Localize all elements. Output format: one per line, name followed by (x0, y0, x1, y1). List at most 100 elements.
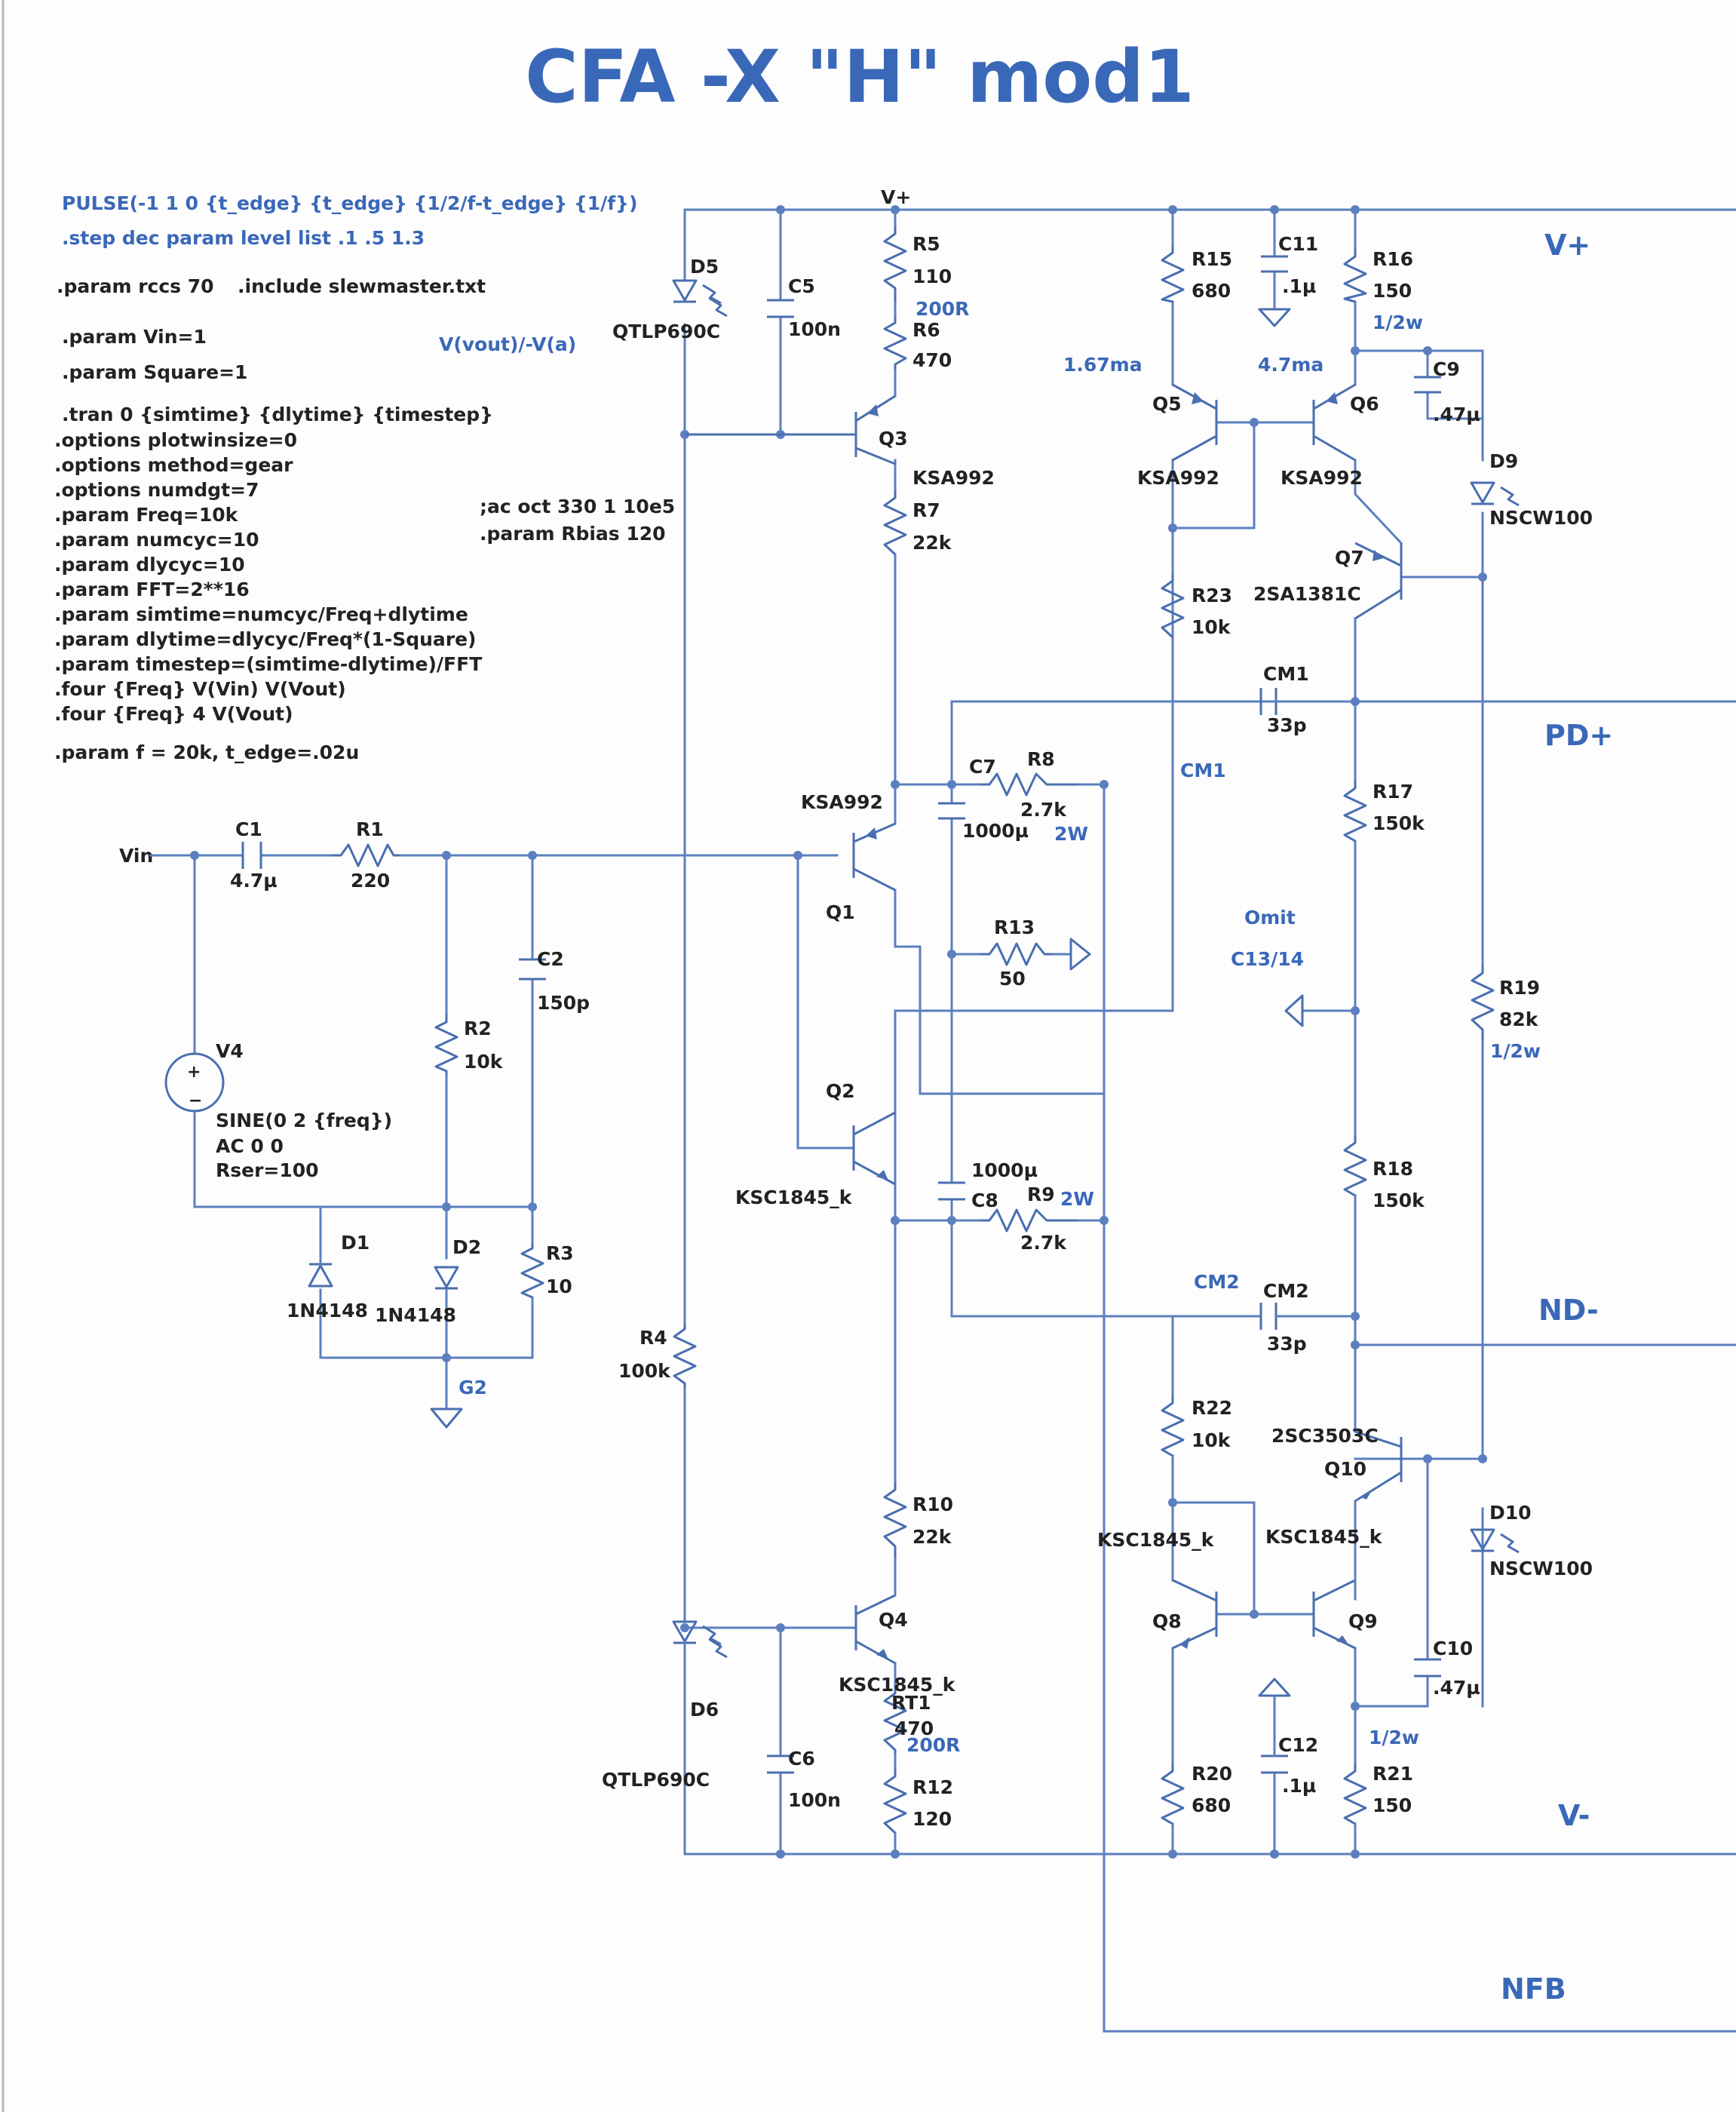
directive-timestep: .param timestep=(simtime-dlytime)/FFT (54, 653, 482, 675)
label-c6-value: 100n (788, 1789, 841, 1811)
label-q5-ref: Q5 (1152, 393, 1182, 415)
label-q7-model: 2SA1381C (1253, 583, 1361, 605)
net-label-cm1: CM1 (1180, 760, 1226, 781)
label-r7-ref: R7 (912, 499, 940, 521)
label-r9-value: 2.7k (1020, 1232, 1067, 1254)
label-d6-ref: D6 (690, 1699, 719, 1721)
label-c7-ref: C7 (969, 756, 996, 778)
label-r4-ref: R4 (639, 1327, 667, 1349)
label-r15-value: 680 (1192, 280, 1231, 302)
label-r10-ref: R10 (912, 1493, 953, 1515)
label-r6-value: 470 (912, 349, 952, 371)
label-q7-ref: Q7 (1335, 547, 1364, 569)
label-cm2-value: 33p (1267, 1333, 1307, 1355)
note-r16-half-watt: 1/2w (1373, 312, 1423, 333)
label-r17-ref: R17 (1373, 781, 1413, 803)
note-r9-2w: 2W (1060, 1188, 1094, 1210)
label-q3-ref: Q3 (879, 428, 908, 450)
label-d2-value: 1N4148 (375, 1304, 456, 1326)
label-r19-value: 82k (1499, 1008, 1539, 1030)
label-q9-model: KSC1845_k (1265, 1526, 1383, 1548)
label-c12-value: .1µ (1282, 1775, 1316, 1797)
label-r16-value: 150 (1373, 280, 1412, 302)
label-r3-ref: R3 (546, 1242, 574, 1264)
probe-expression: V(vout)/-V(a) (439, 333, 576, 355)
label-c10-ref: C10 (1433, 1638, 1473, 1659)
junction-dots (190, 205, 1487, 1859)
label-c1-value: 4.7µ (230, 870, 278, 892)
ground-symbols (430, 299, 1304, 1757)
label-c7-value: 1000µ (962, 820, 1029, 842)
spice-directives: PULSE(-1 1 0 {t_edge} {t_edge} {1/2/f-t_… (54, 192, 675, 763)
label-r18-ref: R18 (1373, 1158, 1413, 1180)
directive-numdgt: .options numdgt=7 (54, 479, 259, 501)
note-current-1-67ma: 1.67ma (1063, 354, 1143, 376)
label-q3-model: KSA992 (912, 467, 995, 489)
directive-square: .param Square=1 (62, 361, 247, 383)
net-label-vin: Vin (119, 845, 153, 867)
label-q4-model: KSC1845_k (839, 1674, 956, 1696)
label-v4-sine: SINE(0 2 {freq}) (216, 1110, 392, 1131)
label-r9-ref: R9 (1027, 1183, 1055, 1205)
label-c6-ref: C6 (788, 1748, 815, 1770)
label-r19-ref: R19 (1499, 977, 1540, 999)
label-r23-value: 10k (1192, 616, 1231, 638)
label-d6-value: QTLP690C (602, 1769, 710, 1791)
label-c2-ref: C2 (537, 948, 564, 970)
label-r8-ref: R8 (1027, 748, 1055, 770)
label-r5-value: 110 (912, 266, 952, 287)
net-label-g2: G2 (459, 1377, 487, 1398)
label-q2-ref: Q2 (826, 1080, 855, 1102)
directive-simtime: .param simtime=numcyc/Freq+dlytime (54, 603, 468, 625)
label-q4-ref: Q4 (879, 1609, 908, 1631)
label-d1-value: 1N4148 (287, 1300, 368, 1322)
label-r8-value: 2.7k (1020, 799, 1067, 821)
label-c9-value: .47µ (1433, 404, 1480, 425)
label-v4-ref: V4 (216, 1040, 244, 1062)
label-d10-ref: D10 (1489, 1502, 1532, 1524)
label-r2-value: 10k (464, 1051, 504, 1073)
label-d5-value: QTLP690C (612, 321, 720, 342)
resistors (332, 226, 1495, 1834)
directive-pulse: PULSE(-1 1 0 {t_edge} {t_edge} {1/2/f-t_… (62, 192, 637, 214)
label-r21-ref: R21 (1373, 1763, 1413, 1785)
note-r21-half-watt: 1/2w (1369, 1727, 1419, 1748)
svg-text:+: + (187, 1063, 201, 1082)
label-r3-value: 10 (546, 1275, 572, 1297)
label-r23-ref: R23 (1192, 585, 1232, 606)
label-cm2-ref: CM2 (1263, 1280, 1309, 1302)
net-label-vplus: V+ (1544, 229, 1590, 262)
ground-icon-omit (1284, 994, 1304, 1027)
label-r17-value: 150k (1373, 812, 1425, 834)
label-r12-value: 120 (912, 1808, 952, 1830)
label-d10-value: NSCW100 (1489, 1558, 1593, 1579)
note-c13-14: C13/14 (1231, 948, 1304, 970)
label-r7-value: 22k (912, 532, 952, 554)
ground-icon-g2 (430, 1407, 463, 1429)
label-d2-ref: D2 (452, 1236, 481, 1258)
directive-step: .step dec param level list .1 .5 1.3 (62, 227, 425, 249)
component-labels: C1 4.7µ R1 220 C2 150p R2 10k R3 10 D1 1… (216, 233, 1593, 1830)
label-c9-ref: C9 (1433, 358, 1460, 380)
label-c10-value: .47µ (1433, 1677, 1480, 1699)
label-r18-value: 150k (1373, 1190, 1425, 1211)
label-q8-ref: Q8 (1152, 1610, 1182, 1632)
net-label-nfb: NFB (1501, 1972, 1566, 2006)
label-c8-ref: C8 (971, 1190, 998, 1211)
directive-vin: .param Vin=1 (62, 326, 207, 348)
label-r22-value: 10k (1192, 1429, 1231, 1451)
directive-method: .options method=gear (54, 454, 293, 476)
label-q9-ref: Q9 (1348, 1610, 1378, 1632)
label-d9-ref: D9 (1489, 450, 1518, 472)
label-c8-value: 1000µ (971, 1159, 1038, 1181)
label-q1-model: KSA992 (801, 791, 883, 813)
net-label-nd-minus: ND- (1538, 1294, 1599, 1327)
directive-ac: ;ac oct 330 1 10e5 (480, 496, 675, 517)
label-r2-ref: R2 (464, 1018, 492, 1039)
label-q1-ref: Q1 (826, 901, 855, 923)
label-cm1-value: 33p (1267, 714, 1307, 736)
label-q10-ref: Q10 (1324, 1458, 1366, 1480)
directive-rccs: .param rccs 70 (57, 275, 214, 297)
label-cm1-ref: CM1 (1263, 663, 1309, 685)
